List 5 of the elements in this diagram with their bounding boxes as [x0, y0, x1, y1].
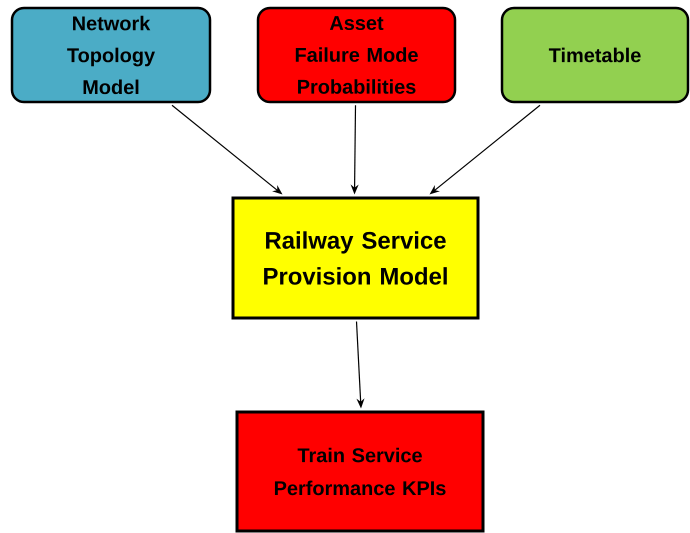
model-box: Railway Service Provision Model	[232, 196, 480, 320]
input-box: Network Topology Model	[10, 6, 212, 104]
input-box: Asset Failure Mode Probabilities	[256, 6, 456, 104]
output-box: Train Service Performance KPIs	[236, 410, 484, 532]
input-box: Timetable	[500, 6, 690, 104]
